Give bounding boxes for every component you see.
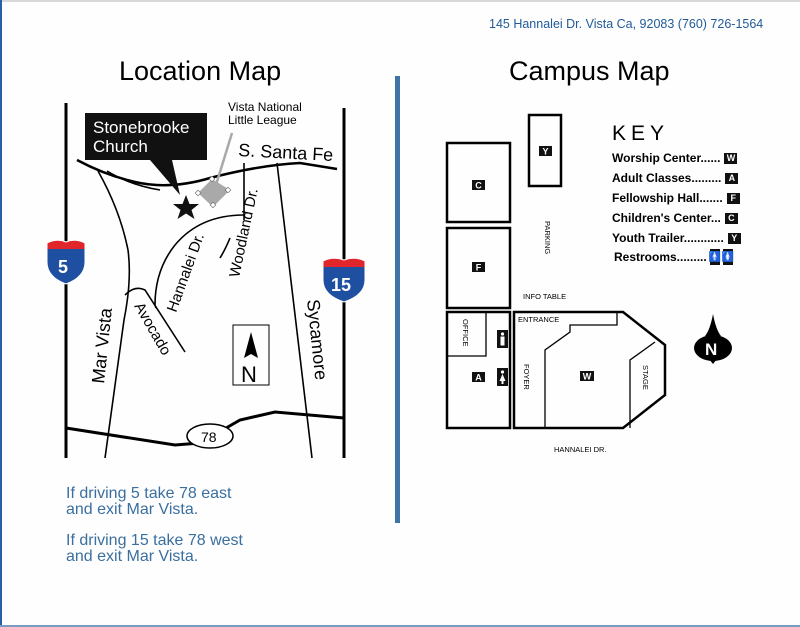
interstate-15-shield-icon xyxy=(322,253,366,310)
code-youth: Y xyxy=(542,147,548,157)
code-fellowship: F xyxy=(476,263,482,273)
label-office: OFFICE xyxy=(461,319,470,347)
key-badge-y: Y xyxy=(727,232,741,244)
compass-n-label: N xyxy=(705,340,717,359)
north-arrow-icon xyxy=(244,332,258,358)
league-label-line2: Little League xyxy=(228,113,297,127)
label-hannalei-dr: HANNALEI DR. xyxy=(554,445,607,454)
worship-center-building xyxy=(512,310,667,430)
church-label-line1: Stonebrooke xyxy=(93,118,189,137)
key-badge-w: W xyxy=(724,152,738,164)
baseball-field-icon xyxy=(194,175,232,209)
church-callout xyxy=(85,113,207,195)
key-mens-restroom-icon: 🚹 xyxy=(708,249,721,265)
key-title: KEY xyxy=(612,122,670,145)
church-label-line2: Church xyxy=(93,137,148,156)
bottom-border xyxy=(0,625,800,627)
label-stage: STAGE xyxy=(641,365,650,390)
code-adult: A xyxy=(475,373,482,383)
route-78-marker xyxy=(186,423,234,449)
campus-north-compass-icon xyxy=(694,314,732,364)
womens-restroom-icon xyxy=(497,368,508,386)
key-item-restrooms: Restrooms......... 🚹 🚺 xyxy=(614,249,734,265)
adult-classes-building xyxy=(445,310,512,430)
code-worship: W xyxy=(583,372,592,382)
label-foyer: FOYER xyxy=(522,364,531,390)
i5-number: 5 xyxy=(58,257,68,277)
directions-from-i15: If driving 15 take 78 west and exit Mar … xyxy=(66,532,243,565)
left-border xyxy=(0,0,2,627)
key-item-children: Children's Center... C xyxy=(612,211,738,225)
label-parking: PARKING xyxy=(543,221,552,254)
league-leader-line xyxy=(214,132,234,186)
church-address: 145 Hannalei Dr. Vista Ca, 92083 (760) 7… xyxy=(489,17,764,31)
key-badge-c: C xyxy=(724,212,738,224)
childrens-center-building xyxy=(445,141,512,224)
key-item-worship: Worship Center...... W xyxy=(612,151,738,165)
key-badge-f: F xyxy=(726,192,740,204)
key-item-youth: Youth Trailer............ Y xyxy=(612,231,741,245)
location-map-title: Location Map xyxy=(119,56,282,86)
key-item-fellowship: Fellowship Hall....... F xyxy=(612,191,740,205)
key-item-adult: Adult Classes......... A xyxy=(612,171,739,185)
code-children: C xyxy=(475,181,482,191)
label-entrance: ENTRANCE xyxy=(518,315,559,324)
i15-number: 15 xyxy=(331,275,351,295)
interstate-5-shield-icon xyxy=(46,236,86,290)
street-santa-fe: S. Santa Fe xyxy=(238,140,334,165)
league-label-line1: Vista National xyxy=(228,100,302,114)
key-badge-a: A xyxy=(725,172,739,184)
church-star-icon xyxy=(173,195,199,219)
top-border xyxy=(0,0,800,2)
section-divider xyxy=(395,76,400,523)
youth-trailer-building xyxy=(527,113,563,188)
key-womens-restroom-icon: 🚺 xyxy=(721,249,734,265)
north-label: N xyxy=(241,362,257,387)
campus-map-title: Campus Map xyxy=(509,56,670,86)
label-info-table: INFO TABLE xyxy=(523,292,566,301)
mens-restroom-icon xyxy=(497,330,508,348)
route-78-number: 78 xyxy=(201,429,217,445)
fellowship-hall-building xyxy=(445,226,512,310)
directions-from-i5: If driving 5 take 78 east and exit Mar V… xyxy=(66,485,232,518)
